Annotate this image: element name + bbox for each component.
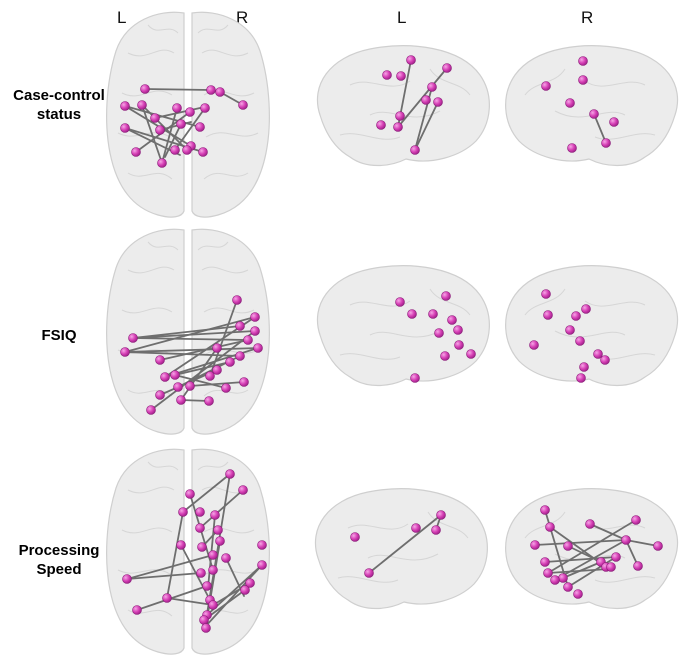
sagittal-right-case-control xyxy=(505,45,679,167)
sagittal-right-fsiq xyxy=(505,265,679,387)
row-label-line1: Processing xyxy=(18,542,100,559)
header-axial-left: L xyxy=(117,8,127,27)
row-label-line2: status xyxy=(36,106,82,123)
nodes-axial-fsiq xyxy=(120,295,263,415)
nodes-axial-processing-speed xyxy=(122,469,267,633)
row-label-line1: Case-control xyxy=(13,87,105,104)
row-label-line2: Speed xyxy=(36,561,82,578)
sagittal-left-case-control xyxy=(316,45,490,167)
row-label-case-control: Case-control status xyxy=(0,86,118,124)
sagittal-right-processing-speed xyxy=(505,488,679,610)
axial-brain-fsiq xyxy=(106,228,270,435)
row-label-processing-speed: Processing Speed xyxy=(0,541,118,579)
axial-brain-processing-speed xyxy=(106,448,270,655)
sagittal-left-fsiq xyxy=(316,265,490,387)
nodes-axial-case-control xyxy=(120,84,248,168)
header-axial-right: R xyxy=(236,8,249,27)
header-sagittal-right: R xyxy=(581,8,594,27)
header-sagittal-left: L xyxy=(397,8,407,27)
row-label-fsiq: FSIQ xyxy=(0,326,118,345)
row-label-line1: FSIQ xyxy=(41,327,77,344)
sagittal-left-processing-speed xyxy=(314,488,488,610)
axial-brain-case-control xyxy=(106,11,270,218)
